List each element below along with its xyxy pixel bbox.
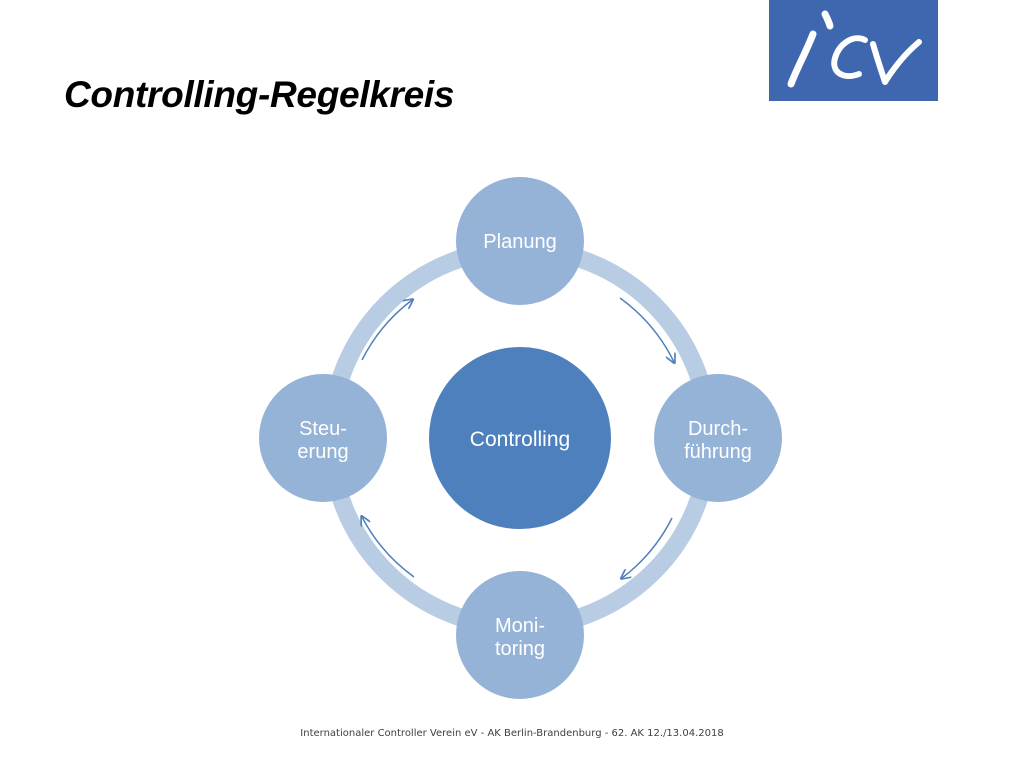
- node-durchfuehrung-label-line1: Durch-: [688, 418, 748, 440]
- node-monitoring-label-line2: toring: [495, 638, 545, 660]
- node-monitoring: [456, 571, 584, 699]
- node-planung: [456, 177, 584, 305]
- arrow-durchfuehrung-to-monitoring: [622, 517, 673, 578]
- icv-logo: [769, 0, 938, 101]
- slide-title: Controlling-Regelkreis: [64, 74, 455, 115]
- arrow-steuerung-to-planung: [361, 300, 412, 361]
- logo-lettering: [787, 10, 922, 88]
- node-steuerung-label-line1: Steu-: [299, 418, 347, 440]
- node-monitoring-label-line1: Moni-: [495, 615, 545, 637]
- node-planung-label: Planung: [483, 231, 556, 253]
- slide-footer: Internationaler Controller Verein eV - A…: [300, 728, 724, 739]
- node-durchfuehrung-label-line2: führung: [684, 441, 752, 463]
- center-label: Controlling: [470, 428, 570, 451]
- node-steuerung: [259, 374, 387, 502]
- node-steuerung-label-line2: erung: [297, 441, 348, 463]
- arrow-planung-to-durchfuehrung: [619, 297, 674, 362]
- node-durchfuehrung: [654, 374, 782, 502]
- arrow-monitoring-to-steuerung: [362, 517, 415, 578]
- center-circle: [429, 347, 611, 529]
